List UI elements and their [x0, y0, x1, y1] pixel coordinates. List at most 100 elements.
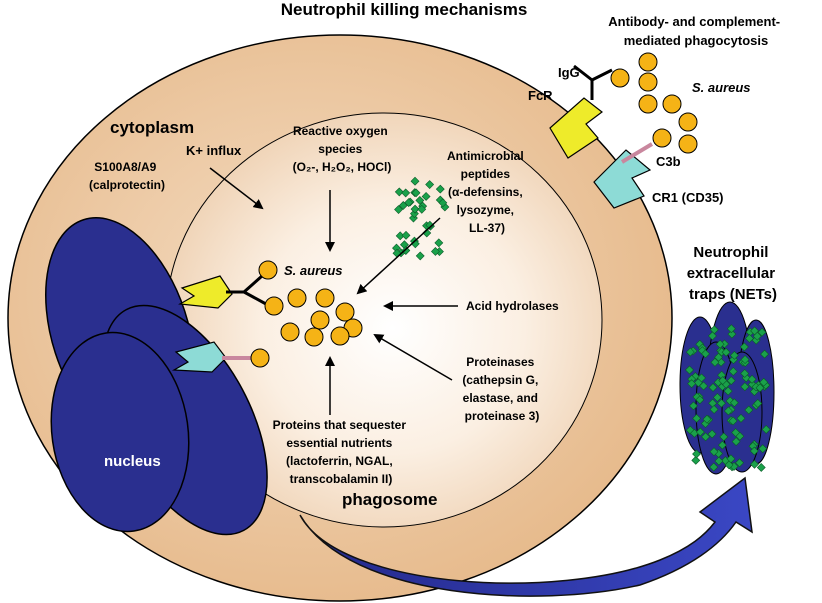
peptide-dot: [707, 429, 717, 439]
peptide-dot: [394, 205, 403, 214]
peptide-dot: [691, 455, 701, 465]
nets-label: Neutrophil extracellular traps (NETs): [687, 244, 780, 303]
peptide-dot: [417, 204, 427, 214]
peptide-dot: [723, 386, 733, 396]
peptide-dot: [731, 437, 741, 446]
peptide-dot: [728, 416, 738, 426]
inner-bacteria: [280, 288, 363, 347]
peptide-dot: [394, 187, 404, 197]
peptide-dot: [708, 383, 718, 392]
peptide-dot: [697, 373, 706, 383]
peptide-dot: [761, 425, 771, 434]
peptide-dot: [701, 432, 711, 442]
peptide-dot: [398, 201, 408, 210]
proteinases-label: Proteinases (cathepsin G, elastase, and …: [462, 355, 541, 423]
peptide-dot: [689, 401, 698, 411]
peptide-dot: [411, 188, 421, 198]
phagocytosis-label: Antibody- and complement- mediated phago…: [608, 14, 784, 48]
k-influx-label: K+ influx: [186, 143, 242, 158]
peptide-dot: [745, 334, 754, 343]
peptide-dot: [401, 188, 411, 198]
ros-label: Reactive oxygen species (O₂-, H₂O₂, HOCl…: [293, 124, 392, 174]
peptide-dot: [753, 398, 763, 408]
peptide-dot: [714, 456, 724, 466]
complement-receptor-inner: [171, 341, 270, 373]
peptide-dot: [716, 398, 726, 408]
peptide-dot: [692, 449, 701, 459]
c3b-label: C3b: [656, 154, 681, 169]
peptide-dot: [759, 377, 769, 387]
s100-label: S100A8/A9 (calprotectin): [89, 160, 165, 192]
peptide-dot: [692, 413, 702, 423]
fc-receptor-outer: [549, 64, 613, 159]
nucleus-label: nucleus: [104, 453, 161, 470]
peptide-dot: [695, 395, 705, 405]
peptide-dot: [736, 413, 746, 423]
peptide-dot: [415, 196, 425, 205]
peptide-dot: [749, 446, 759, 456]
peptide-dot: [401, 230, 411, 240]
peptide-dot: [695, 427, 705, 437]
peptide-dot: [410, 204, 420, 214]
peptide-dot: [724, 460, 734, 470]
nets-release-arrow: [299, 476, 753, 597]
peptide-dot: [425, 180, 435, 189]
peptide-dot: [709, 447, 719, 457]
s-aureus-inner-label: S. aureus: [284, 263, 343, 278]
peptide-dot: [709, 405, 719, 414]
cr1-label: CR1 (CD35): [652, 190, 724, 205]
nucleus: [45, 217, 268, 536]
acid-hydrolases-label: Acid hydrolases: [466, 299, 559, 313]
peptide-dot: [728, 367, 738, 376]
peptide-dot: [717, 440, 727, 450]
peptide-dot: [750, 459, 759, 469]
peptide-dot: [755, 383, 765, 393]
fc-receptor-inner: [178, 260, 284, 316]
peptide-dot: [740, 369, 750, 378]
peptide-dot: [687, 379, 697, 389]
igg-label: IgG: [558, 65, 580, 80]
fcr-label: FcR: [528, 88, 553, 103]
peptide-dot: [438, 198, 448, 208]
peptide-dot: [739, 342, 749, 352]
peptide-dot: [727, 329, 737, 339]
complement-receptor-outer: [593, 142, 654, 209]
peptide-dot: [715, 339, 725, 349]
peptide-dot: [729, 350, 739, 360]
peptide-dot: [731, 428, 741, 437]
peptide-dot: [757, 327, 767, 337]
antimicrobial-peptide-dots: [392, 176, 450, 261]
peptide-dot: [729, 398, 739, 408]
nets-cluster: [679, 301, 775, 475]
peptide-dot: [758, 444, 768, 454]
peptide-dot: [744, 405, 754, 415]
phagosome-label: phagosome: [342, 490, 437, 509]
diagram-title: Neutrophil killing mechanisms: [281, 0, 528, 19]
peptide-dot: [701, 349, 710, 359]
amp-label: Antimicrobial peptides (α-defensins, lys…: [447, 149, 527, 235]
peptide-dot: [726, 376, 736, 386]
peptide-dot: [726, 324, 736, 334]
sequester-label: Proteins that sequester essential nutrie…: [273, 418, 410, 486]
peptide-dot: [415, 251, 425, 261]
peptide-dot: [756, 463, 766, 472]
peptide-dot: [740, 382, 750, 392]
peptide-dot: [685, 347, 695, 357]
peptide-dot: [747, 374, 757, 384]
peptide-dot: [401, 246, 411, 255]
peptide-dot: [421, 192, 431, 201]
outer-bacteria: [610, 52, 698, 154]
mechanism-arrows: [209, 167, 458, 415]
cytoplasm-label: cytoplasm: [110, 118, 194, 137]
peptide-dot: [719, 432, 729, 442]
peptide-dot: [712, 393, 722, 402]
peptide-dot: [760, 349, 770, 359]
peptide-dot: [435, 184, 445, 194]
peptide-dot: [685, 365, 694, 375]
peptide-dot: [699, 381, 708, 391]
s-aureus-outer-label: S. aureus: [692, 80, 751, 95]
peptide-dot: [708, 331, 717, 341]
peptide-dot: [434, 238, 444, 248]
peptide-dot: [709, 462, 719, 472]
